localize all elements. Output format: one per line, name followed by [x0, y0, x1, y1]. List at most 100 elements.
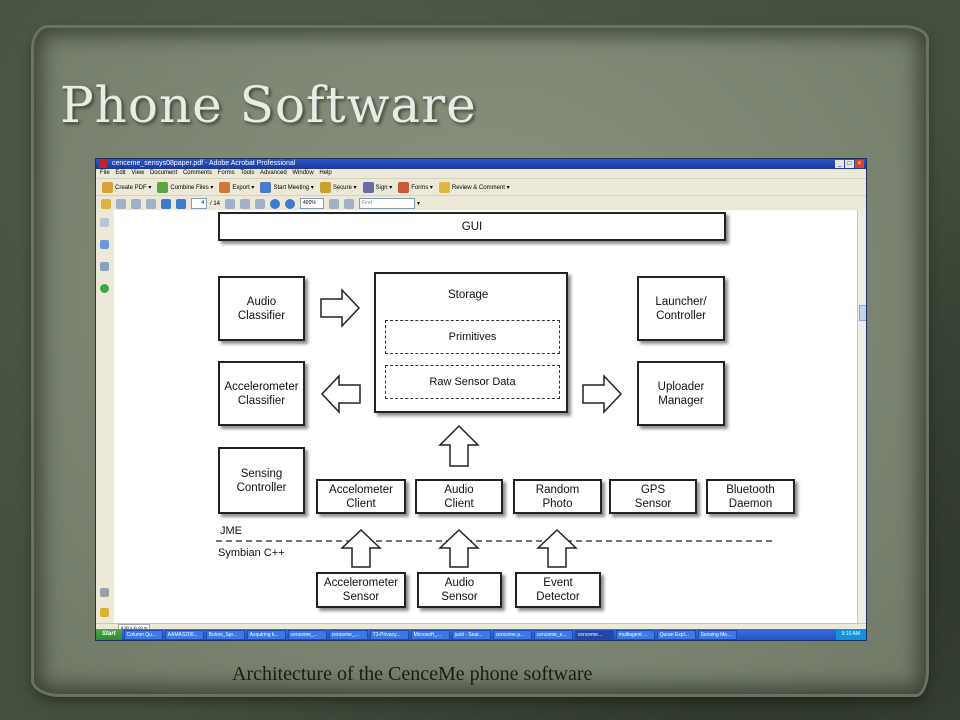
taskbar-item-active[interactable]: cenceme... — [574, 629, 614, 640]
create-pdf-button[interactable]: Create PDF ▾ — [102, 182, 151, 193]
forms-button[interactable]: Forms ▾ — [398, 182, 433, 193]
zoom-out-icon[interactable] — [270, 198, 281, 209]
page-number-input[interactable]: 4 — [191, 198, 207, 209]
launcher-line1: Launcher/ — [655, 295, 707, 308]
review-comment-button[interactable]: Review & Comment ▾ — [438, 182, 510, 193]
secure-button[interactable]: Secure ▾ — [319, 182, 357, 193]
zoom-tool-icon[interactable] — [255, 198, 266, 209]
open-folder-icon[interactable] — [101, 198, 111, 209]
email-icon[interactable] — [146, 198, 156, 209]
accelerometer-classifier-line2: Classifier — [237, 394, 286, 407]
audio-sensor-up-arrow — [438, 528, 480, 568]
scrollbar-thumb[interactable] — [859, 305, 866, 321]
pages-icon[interactable] — [100, 218, 109, 227]
accel-sensor-up-arrow — [340, 528, 382, 568]
menu-advanced[interactable]: Advanced — [260, 170, 287, 176]
taskbar-item[interactable]: Boloni_Spr... — [205, 629, 245, 640]
secure-label: Secure — [332, 184, 352, 191]
print-icon[interactable] — [116, 198, 126, 209]
menu-tools[interactable]: Tools — [240, 170, 255, 176]
taskbar-item[interactable]: multiagent ... — [615, 629, 655, 640]
menu-file[interactable]: File — [100, 170, 110, 176]
acrobat-window: cenceme_sensys08paper.pdf - Adobe Acroba… — [95, 158, 867, 641]
event-detector-box: Event Detector — [515, 572, 601, 608]
zoom-level-select[interactable]: 400% — [300, 198, 325, 209]
zoom-in-icon[interactable] — [285, 198, 296, 209]
storage-to-audio-classifier-arrow — [320, 288, 361, 328]
audio-classifier-line2: Classifier — [237, 309, 286, 322]
taskbar-item[interactable]: junit - Sear... — [451, 629, 491, 640]
fit-page-icon[interactable] — [329, 198, 340, 209]
gps-sensor-line2: Sensor — [634, 497, 672, 510]
fit-width-icon[interactable] — [344, 198, 355, 209]
export-button[interactable]: Export ▾ — [219, 182, 254, 193]
window-titlebar[interactable]: cenceme_sensys08paper.pdf - Adobe Acroba… — [96, 159, 866, 169]
taskbar-item[interactable]: Acquiring k... — [246, 629, 286, 640]
jme-label: JME — [220, 525, 242, 537]
taskbar-item[interactable]: cenceme.p... — [492, 629, 532, 640]
taskbar-item[interactable]: Microsoft_... — [410, 629, 450, 640]
menu-document[interactable]: Document — [149, 170, 178, 176]
forms-label: Forms — [411, 184, 429, 191]
uploader-manager-box: Uploader Manager — [637, 361, 725, 426]
random-photo-line1: Random — [535, 483, 580, 496]
taskbar-item[interactable]: cenceme_s... — [533, 629, 573, 640]
taskbar-item[interactable]: Column Qu... — [123, 629, 163, 640]
menu-view[interactable]: View — [131, 170, 145, 176]
help-icon[interactable] — [100, 284, 109, 293]
navigation-panel — [96, 210, 115, 623]
vertical-scrollbar[interactable] — [857, 210, 866, 623]
audio-sensor-line2: Sensor — [441, 591, 478, 603]
sensing-controller-line1: Sensing — [240, 467, 283, 480]
storage-to-accel-classifier-arrow — [320, 374, 361, 414]
hand-tool-icon[interactable] — [240, 198, 251, 209]
next-page-icon[interactable] — [176, 198, 186, 209]
find-input[interactable]: Find — [359, 198, 416, 209]
review-comment-label: Review & Comment — [451, 184, 505, 191]
taskbar-item[interactable]: cenceme_... — [328, 629, 368, 640]
accelometer-client-line1: Accelometer — [329, 483, 393, 496]
menu-bar: File Edit View Document Comments Forms T… — [96, 169, 866, 178]
taskbar-item[interactable]: Sensing Me... — [697, 629, 737, 640]
combine-files-label: Combine Files — [170, 184, 209, 191]
bluetooth-daemon-line1: Bluetooth — [726, 483, 775, 496]
select-tool-icon[interactable] — [225, 198, 236, 209]
start-meeting-icon — [260, 182, 272, 193]
sensing-controller-box: Sensing Controller — [218, 447, 305, 514]
audio-classifier-box: Audio Classifier — [218, 276, 305, 341]
menu-window[interactable]: Window — [292, 170, 314, 176]
menu-forms[interactable]: Forms — [217, 170, 235, 176]
start-button[interactable]: Start — [96, 629, 122, 640]
maximize-button[interactable]: □ — [845, 160, 854, 168]
raw-sensor-data-box: Raw Sensor Data — [385, 365, 560, 399]
minimize-button[interactable]: _ — [835, 160, 844, 168]
lock-icon — [319, 182, 331, 193]
gps-sensor-line1: GPS — [640, 483, 666, 496]
signatures-icon[interactable] — [100, 262, 109, 271]
storage-label: Storage — [448, 289, 489, 301]
sign-button[interactable]: Sign ▾ — [362, 182, 392, 193]
bookmarks-icon[interactable] — [100, 240, 109, 249]
attachments-icon[interactable] — [100, 588, 109, 597]
taskbar-item[interactable]: AAMAS200... — [164, 629, 204, 640]
taskbar-item[interactable]: T3-Privacy... — [369, 629, 409, 640]
menu-comments[interactable]: Comments — [182, 170, 212, 176]
menu-edit[interactable]: Edit — [115, 170, 126, 176]
combine-files-button[interactable]: Combine Files ▾ — [157, 182, 213, 193]
find-dropdown-icon[interactable]: ▾ — [417, 201, 421, 207]
accelerometer-sensor-line1: Accelerometer — [323, 577, 399, 589]
random-photo-line2: Photo — [542, 497, 573, 510]
start-meeting-button[interactable]: Start Meeting ▾ — [260, 182, 314, 193]
previous-page-icon[interactable] — [161, 198, 171, 209]
save-icon[interactable] — [131, 198, 141, 209]
audio-classifier-line1: Audio — [246, 295, 277, 308]
close-button[interactable]: × — [855, 160, 864, 168]
uploader-line2: Manager — [658, 394, 704, 407]
comments-icon[interactable] — [100, 608, 109, 617]
audio-client-line1: Audio — [444, 483, 474, 496]
navigation-toolbar: 4 / 14 400% Find ▾ — [96, 195, 866, 211]
taskbar-item[interactable]: cenceme_... — [287, 629, 327, 640]
audio-sensor-box: Audio Sensor — [417, 572, 502, 608]
menu-help[interactable]: Help — [319, 170, 332, 176]
taskbar-item[interactable]: Quran Expl... — [656, 629, 696, 640]
